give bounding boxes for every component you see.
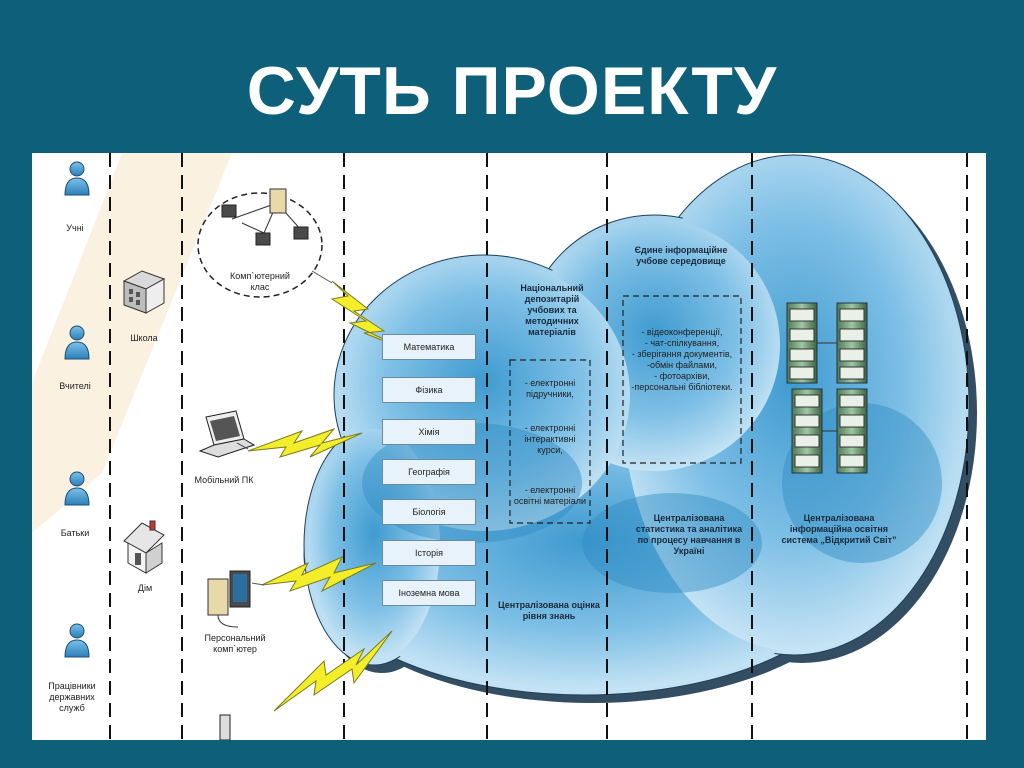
- depository-item: - електронні освітні матеріали: [513, 485, 587, 506]
- environment-item: - чат-спілкування,: [644, 338, 720, 348]
- assessment-label: Централізована оцінка рівня знань: [498, 600, 600, 621]
- laptop-icon: [198, 410, 256, 458]
- subject-box: Історія: [382, 540, 476, 566]
- subject-box: Іноземна мова: [382, 580, 476, 606]
- device-label-computer-class: Комп`ютерний клас: [230, 271, 290, 292]
- depository-title: Національний депозитарій учбових та мето…: [520, 283, 584, 337]
- subject-box: Хімія: [382, 419, 476, 445]
- column-dividers: [109, 153, 968, 740]
- users-label-state-workers: Працівники державних служб: [48, 681, 96, 713]
- users-label-teachers: Вчителі: [59, 381, 91, 391]
- environment-title: Єдине інформаційне учбове середовище: [634, 245, 728, 266]
- subject-box: Математика: [382, 334, 476, 360]
- depository-box: [509, 359, 591, 524]
- depository-item: - електронні підручники,: [524, 378, 576, 399]
- environment-item: - фотоархіви,: [654, 371, 710, 381]
- environment-item: -персональні бібліотеки.: [631, 382, 733, 392]
- environment-item: - зберігання документів,: [631, 349, 733, 359]
- phone-icon: [219, 714, 231, 740]
- users-label-pupils: Учні: [66, 223, 84, 233]
- person-icon: [64, 471, 90, 506]
- depository-item: - електронні інтерактивні курси,: [524, 423, 576, 455]
- subject-box: Біологія: [382, 499, 476, 525]
- slide-title: СУТЬ ПРОЕКТУ: [246, 53, 778, 129]
- diagram: Учні Вчителі Батьки Працівники державних…: [32, 153, 986, 740]
- person-icon: [64, 623, 90, 658]
- device-label-desktop: Персональний комп`ютер: [204, 633, 266, 654]
- person-icon: [64, 161, 90, 196]
- device-label-laptop: Мобільний ПК: [194, 475, 254, 485]
- environment-box: [622, 295, 742, 464]
- server-rack-icon: [786, 302, 868, 474]
- house-icon: [123, 520, 165, 574]
- desktop-pc-icon: [207, 570, 251, 628]
- analytics-label: Централізована статистика та аналітика п…: [635, 513, 743, 556]
- place-label-home: Дім: [137, 583, 153, 593]
- environment-item: -обмін файлами,: [646, 360, 718, 370]
- wireless-link-icon: [247, 280, 405, 712]
- computer-class-icon: [197, 188, 323, 298]
- place-label-school: Школа: [130, 333, 158, 343]
- users-label-parents: Батьки: [60, 528, 90, 538]
- subject-box: Фізика: [382, 377, 476, 403]
- link-lines: [236, 270, 333, 586]
- subject-box: Географія: [382, 459, 476, 485]
- person-icon: [64, 325, 90, 360]
- environment-item: - відеоконференції,: [641, 327, 723, 337]
- school-icon: [122, 270, 166, 314]
- diagram-canvas: [32, 153, 977, 740]
- system-label: Централізована інформаційна освітня сист…: [781, 513, 897, 545]
